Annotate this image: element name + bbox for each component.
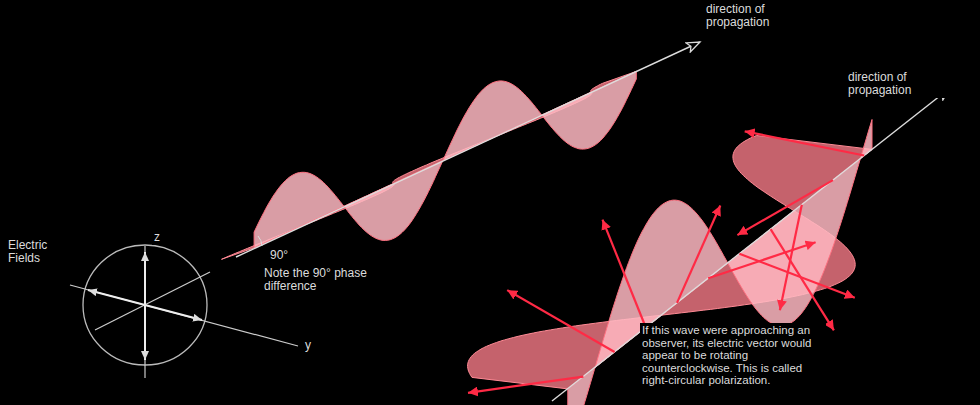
vertical-wave <box>568 120 872 405</box>
electric-vector <box>708 242 815 278</box>
explanation-note: If this wave were approaching an observe… <box>640 323 826 388</box>
field-circle <box>83 245 207 365</box>
electric-vector <box>780 205 802 311</box>
electric-vector <box>468 377 583 393</box>
field-vector <box>145 305 202 320</box>
propagation-axis <box>236 42 700 257</box>
y-axis <box>70 285 298 346</box>
axes-label: Electric Fields <box>6 238 70 266</box>
electric-vector <box>745 131 865 155</box>
field-vector <box>88 290 145 305</box>
propagation-axis <box>95 272 210 330</box>
axis-name: z <box>152 230 162 245</box>
electric-vector <box>603 220 646 328</box>
electric-vector <box>771 229 834 330</box>
electric-vector <box>739 254 854 298</box>
direction-label: direction of propagation <box>704 2 813 30</box>
electric-vector <box>677 206 720 303</box>
field-vector <box>144 305 146 360</box>
propagation-axis <box>552 88 950 401</box>
angle-arc <box>258 236 262 246</box>
field-vector <box>144 252 146 305</box>
electric-vector <box>737 180 833 235</box>
angle-label: 90° <box>268 248 290 263</box>
note-text: Note the 90° phase difference <box>262 266 416 294</box>
electric-vector <box>507 290 614 352</box>
z-axis <box>144 246 145 378</box>
direction-label: direction of propagation <box>846 70 955 98</box>
axis-name: y <box>303 338 313 353</box>
